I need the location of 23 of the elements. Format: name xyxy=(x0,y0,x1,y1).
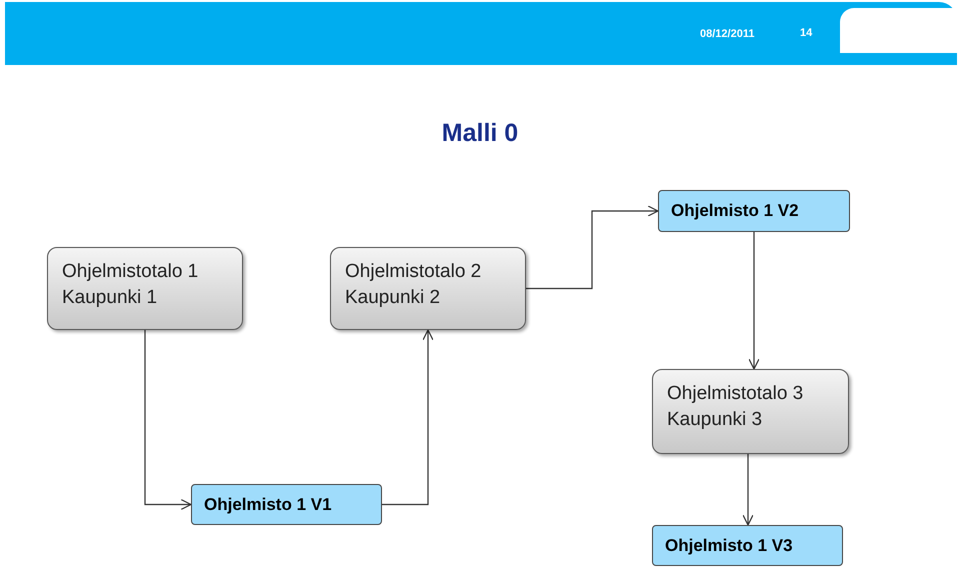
city-name: Kaupunki 2 xyxy=(345,286,442,310)
software-version: Ohjelmisto 1 V2 xyxy=(671,200,800,222)
city-name: Kaupunki 3 xyxy=(667,408,764,432)
arrow xyxy=(144,330,192,510)
company-box xyxy=(47,247,243,330)
company-box xyxy=(652,369,849,454)
arrow xyxy=(748,232,760,370)
software-version: Ohjelmisto 1 V3 xyxy=(665,534,794,557)
arrow xyxy=(742,454,754,526)
company-name: Ohjelmistotalo 3 xyxy=(667,382,804,406)
company-box xyxy=(330,247,526,330)
page-number: 14 xyxy=(800,26,812,41)
arrow xyxy=(526,205,659,290)
software-version: Ohjelmisto 1 V1 xyxy=(204,494,333,516)
date-text: 08/12/2011 xyxy=(700,27,754,42)
slide-title: Malli 0 xyxy=(440,118,520,149)
software-box xyxy=(658,190,850,232)
arrow xyxy=(382,329,434,506)
software-box xyxy=(652,525,843,566)
city-name: Kaupunki 1 xyxy=(62,286,158,310)
software-box xyxy=(191,484,382,525)
company-name: Ohjelmistotalo 1 xyxy=(62,260,200,284)
company-name: Ohjelmistotalo 2 xyxy=(345,260,482,284)
